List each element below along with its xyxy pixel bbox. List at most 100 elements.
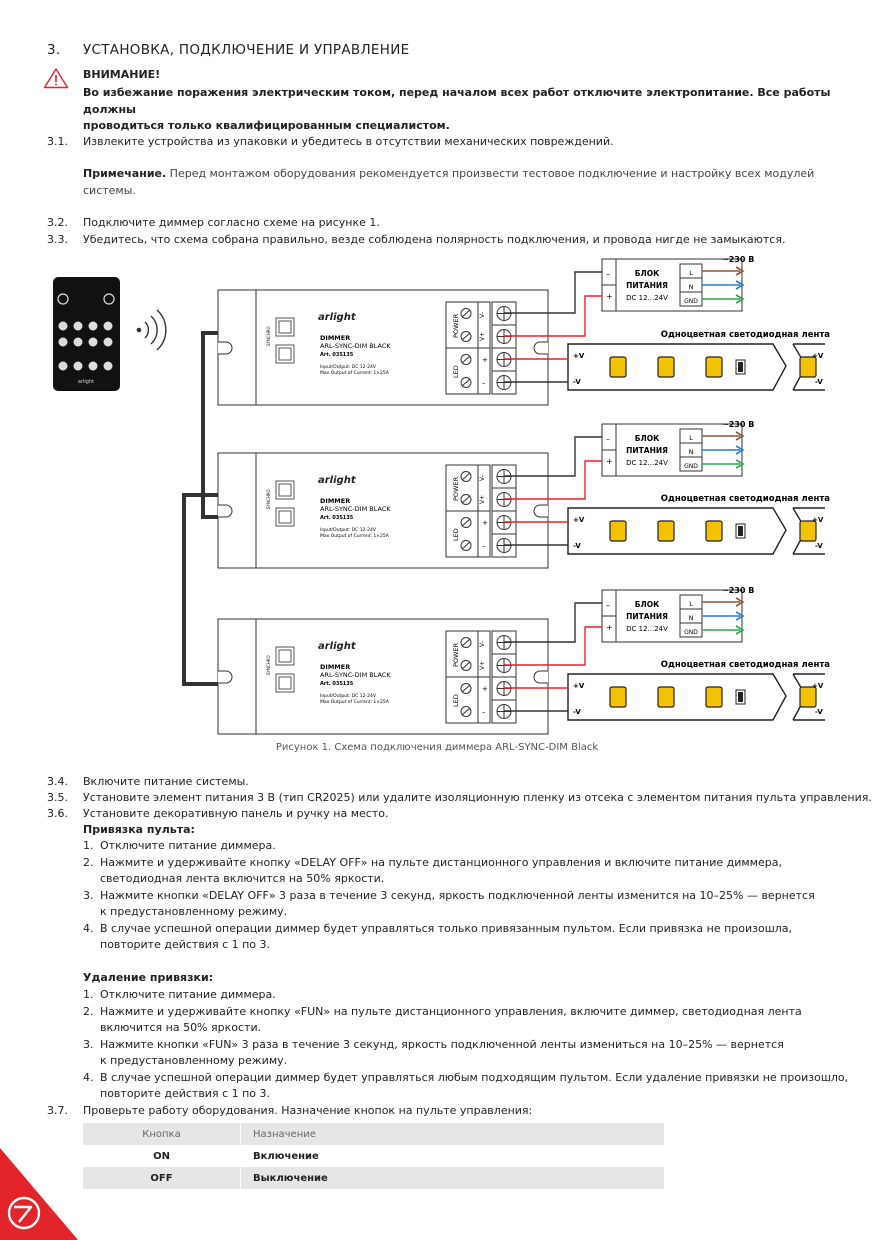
brand-logo: arlight [318, 312, 357, 323]
item-text: повторите действия с 1 по 3. [100, 1087, 271, 1100]
item-number: 1. [83, 839, 94, 852]
psu-plus: + [606, 623, 613, 632]
dimmer-title: DIMMER [320, 334, 350, 342]
item-text: Отключите питание диммера. [100, 988, 276, 1001]
power-supply: БЛОК ПИТАНИЯ DC 12...24V – + L N GND ~23… [601, 586, 754, 643]
list-item: 1. Отключите питание диммера. [83, 838, 815, 855]
remote-off-icon [103, 293, 115, 305]
psu-title: ПИТАНИЯ [626, 446, 668, 455]
terminal-v-minus: V- [479, 475, 486, 481]
strip-label: Одноцветная светодиодная лента [661, 494, 830, 504]
terminal-minus: – [482, 708, 486, 716]
psu-title: БЛОК [635, 600, 660, 609]
remote-on-icon [57, 293, 69, 305]
terminal-minus: – [482, 379, 486, 387]
item-text: к предустановленному режиму. [100, 905, 288, 918]
table-cell: OFF [83, 1167, 241, 1189]
psu-n: N [689, 283, 694, 291]
power-supply: БЛОК ПИТАНИЯ DC 12...24V – + L N GND ~23… [601, 420, 754, 477]
psu-gnd: GND [684, 298, 698, 305]
note: Примечание. Перед монтажом оборудования … [83, 166, 823, 199]
step-text: Подключите диммер согласно схеме на рису… [83, 216, 380, 229]
step-text: Установите элемент питания 3 В (тип CR20… [83, 791, 872, 804]
table-cell: Выключение [240, 1167, 664, 1189]
step-number: 3.2. [47, 216, 68, 229]
psu-l: L [689, 434, 693, 442]
strip-plus: +V [573, 682, 585, 690]
item-text: Отключите питание диммера. [100, 839, 276, 852]
item-text: Нажмите кнопки «DELAY OFF» 3 раза в тече… [100, 888, 815, 902]
buttons-table: Кнопка Назначение ON Включение OFF Выклю… [83, 1123, 664, 1189]
mains-voltage: ~230 В [722, 255, 754, 264]
step-text: Включите питание системы. [83, 775, 249, 788]
strip-minus: -V [815, 708, 823, 716]
psu-title: ПИТАНИЯ [626, 281, 668, 290]
power-label: POWER [452, 476, 460, 501]
psu-range: DC 12...24V [626, 294, 668, 302]
step-number: 3.1. [47, 135, 68, 148]
section-title: УСТАНОВКА, ПОДКЛЮЧЕНИЕ И УПРАВЛЕНИЕ [83, 42, 410, 58]
strip-plus: +V [812, 516, 824, 524]
remote-control [53, 277, 120, 391]
led-strip: Одноцветная светодиодная лента +V -V +V … [567, 330, 830, 391]
terminal-v-minus: V- [479, 312, 486, 318]
brand-logo: arlight [318, 641, 357, 652]
power-supply: БЛОК ПИТАНИЯ DC 12...24V – + L N GND ~23… [601, 255, 754, 312]
psu-l: L [689, 269, 693, 277]
figure-caption: Рисунок 1. Схема подключения диммера ARL… [275, 742, 599, 753]
unpairing-list: 1. Отключите питание диммера. 2. Нажмите и… [83, 987, 848, 1103]
step-text: Извлеките устройства из упаковки и убеди… [83, 135, 614, 148]
signal-icon [136, 309, 167, 351]
wiring-diagram: arlight arlight DIMMER ARL-SYNC-DIM BLAC… [53, 255, 830, 735]
dimmer-model: ARL-SYNC-DIM BLACK [320, 505, 391, 513]
psu-range: DC 12...24V [626, 625, 668, 633]
list-item: 1. Отключите питание диммера. [83, 987, 848, 1004]
power-label: POWER [452, 313, 460, 338]
psu-l: L [689, 600, 693, 608]
psu-plus: + [606, 457, 613, 466]
item-text: повторите действия с 1 по 3. [100, 938, 271, 951]
strip-plus: +V [573, 516, 585, 524]
step-number: 3.6. [47, 807, 68, 820]
dimmer-io: Input/Output: DC 12-24V [320, 364, 377, 370]
dimmer-model: ARL-SYNC-DIM BLACK [320, 671, 391, 679]
list-item: 2. Нажмите и удерживайте кнопку «FUN» на … [83, 1004, 848, 1021]
item-number: 3. [83, 888, 94, 902]
item-number: 4. [83, 1070, 94, 1084]
unpairing-title: Удаление привязки: [83, 971, 214, 984]
warning-line: Во избежание поражения электрическим ток… [83, 86, 831, 116]
warning-title: ВНИМАНИЕ! [83, 68, 161, 81]
note-text: системы. [83, 183, 136, 197]
pairing-list: 1.Отключите питание диммера. 2.Нажмите и… [83, 838, 815, 954]
dimmer-title: DIMMER [320, 663, 350, 671]
psu-gnd: GND [684, 463, 698, 470]
brand-logo: arlight [318, 475, 357, 486]
psu-title: ПИТАНИЯ [626, 612, 668, 621]
item-text: В случае успешной операции диммер будет … [100, 921, 793, 935]
step-number: 3.7. [47, 1104, 68, 1117]
item-text: включится на 50% яркости. [100, 1021, 262, 1034]
strip-wires [504, 358, 568, 712]
brand-corner-logo [0, 1148, 78, 1240]
warning-icon [43, 68, 69, 89]
led-label: LED [452, 694, 460, 707]
dimmer-unit: arlight DIMMER ARL-SYNC-DIM BLACK Art. 0… [217, 289, 549, 406]
table-row: OFF Выключение [83, 1167, 664, 1189]
item-number: 2. [83, 1004, 94, 1018]
psu-wires [504, 271, 602, 666]
power-label: POWER [452, 642, 460, 667]
psu-minus: – [606, 601, 610, 610]
terminal-minus: – [482, 542, 486, 550]
psu-n: N [689, 448, 694, 456]
psu-minus: – [606, 435, 610, 444]
list-item: 3. Нажмите кнопки «DELAY OFF» 3 раза в те… [83, 888, 815, 905]
dimmer-io: Input/Output: DC 12-24V [320, 693, 377, 699]
dimmer-art: Art. 035135 [320, 681, 354, 687]
item-text: к предустановленному режиму. [100, 1054, 288, 1067]
item-text: Нажмите и удерживайте кнопку «FUN» на пу… [100, 1004, 802, 1018]
psu-plus: + [606, 292, 613, 301]
item-number: 1. [83, 988, 94, 1001]
psu-gnd: GND [684, 629, 698, 636]
note-text: Перед монтажом оборудования рекомендуетс… [166, 167, 815, 180]
table-header-cell: Кнопка [83, 1123, 241, 1145]
